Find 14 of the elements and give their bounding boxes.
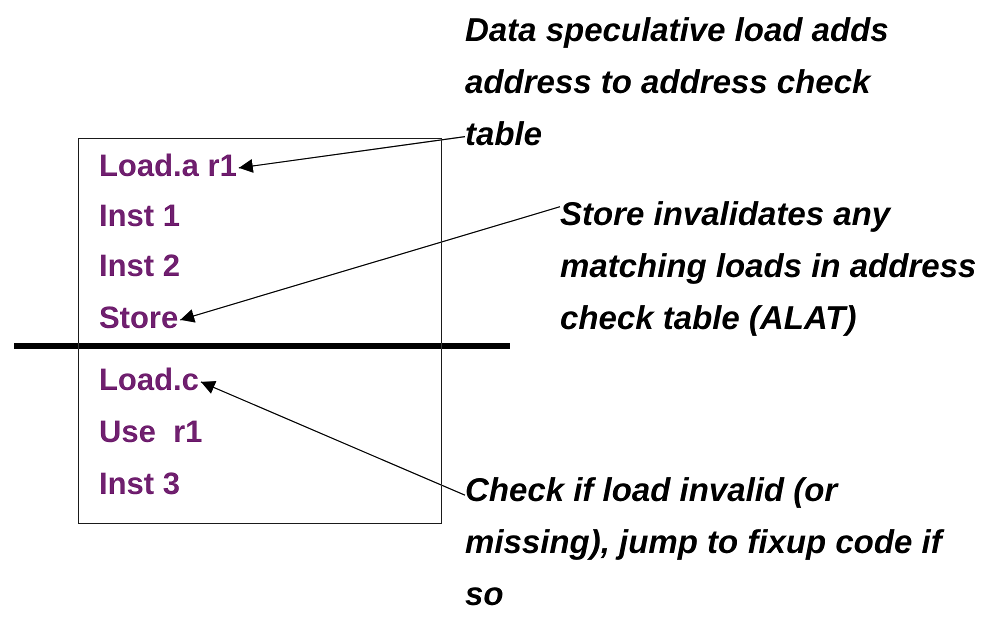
leader-arrow <box>238 136 466 173</box>
leader-arrow <box>180 206 560 323</box>
instruction-text: Inst 2 <box>99 247 180 285</box>
instruction-text: Load.c <box>99 361 199 399</box>
instruction-text: Load.a r1 <box>99 147 237 185</box>
instruction-text: Use r1 <box>99 413 202 451</box>
instruction-text: Inst 1 <box>99 197 180 235</box>
leader-arrow <box>200 380 466 496</box>
code-box <box>78 138 442 524</box>
annotation-text: Store invalidates any matching loads in address check table (ALAT) <box>560 188 985 344</box>
instruction-text: Store <box>99 299 178 337</box>
annotation-text: Data speculative load adds address to address check table <box>465 4 955 160</box>
instruction-text: Inst 3 <box>99 465 180 503</box>
annotation-text: Check if load invalid (or missing), jump to fixup code if so <box>465 464 955 620</box>
